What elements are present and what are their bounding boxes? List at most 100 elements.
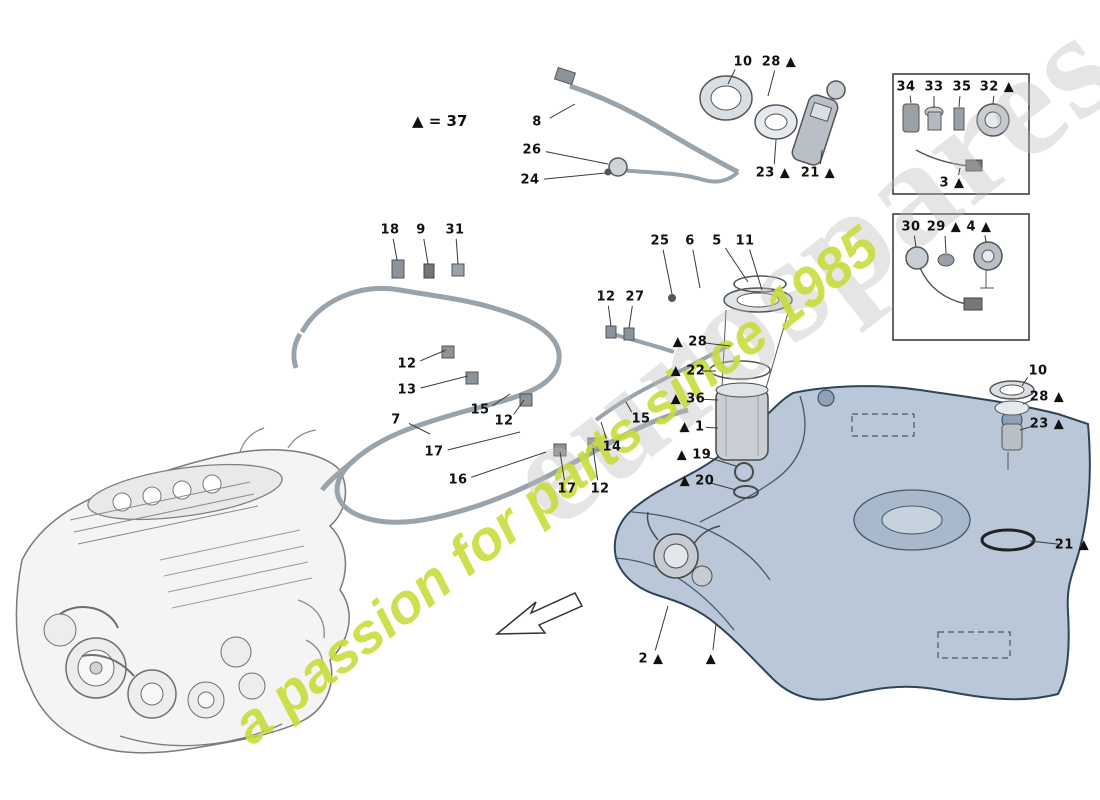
leader-line [513, 399, 525, 415]
leader-line [419, 349, 447, 362]
callout-12-28: 12 [494, 413, 514, 429]
callout-2-45: 2 ▲ [638, 651, 664, 667]
leader-line [767, 70, 776, 97]
callout-35-9: 35 [952, 79, 972, 95]
callout-30-12: 30 [901, 219, 921, 235]
callout-21-6: 21 ▲ [800, 165, 836, 181]
leader-line [607, 305, 612, 327]
leader-line [703, 342, 731, 347]
leader-line [958, 95, 961, 108]
callout-21-44: 21 ▲ [1054, 537, 1090, 553]
leader-line [628, 305, 633, 329]
detail-box-level-sensor [892, 213, 1030, 341]
callout-36-37: ▲ 36 [670, 391, 706, 407]
leader-line [447, 431, 521, 451]
callout-28-42: 28 ▲ [1029, 389, 1065, 405]
callout-17-31: 17 [557, 481, 577, 497]
callout-3-11: 3 ▲ [939, 175, 965, 191]
leader-line [408, 422, 431, 435]
direction-arrow [494, 592, 584, 635]
leader-line [600, 421, 607, 439]
leader-line [423, 238, 429, 265]
leader-line [992, 95, 995, 105]
callout-12-24: 12 [397, 356, 417, 372]
leader-line [1022, 399, 1034, 405]
leader-line [712, 623, 717, 651]
callout-20-40: ▲ 20 [679, 473, 715, 489]
leader-line [1019, 425, 1034, 431]
leader-line [592, 447, 599, 481]
callout-28-35: ▲ 28 [672, 334, 708, 350]
leader-line [909, 95, 912, 104]
leader-line [625, 401, 633, 413]
leader-line [1021, 376, 1029, 387]
triangle-legend: ▲ = 37 [412, 112, 468, 130]
fuel-tank-illustration [613, 385, 1091, 701]
fuel-sender-assembly-illustration [699, 75, 846, 166]
callout-15-27: 15 [470, 402, 490, 418]
leader-line [420, 375, 469, 389]
leader-line [958, 167, 961, 176]
callout-16-30: 16 [448, 472, 468, 488]
callout-1-38: ▲ 1 [679, 419, 705, 435]
leader-line [727, 69, 736, 85]
leader-line [492, 393, 511, 407]
leader-line [707, 456, 737, 467]
callout-23-43: 23 ▲ [1029, 416, 1065, 432]
leader-line [559, 451, 565, 481]
leader-line [710, 482, 737, 491]
leader-line [543, 172, 607, 180]
callout-7-26: 7 [391, 412, 401, 428]
leader-line [944, 235, 947, 254]
in-tank-pump-illustration [646, 511, 721, 587]
leader-line [545, 151, 609, 165]
callout-12-22: 12 [596, 289, 616, 305]
callout-10-0: 10 [733, 54, 753, 70]
callout-4-14: 4 ▲ [966, 219, 992, 235]
callout-32-10: 32 ▲ [979, 79, 1015, 95]
leader-line [654, 605, 669, 651]
leader-line [471, 451, 547, 478]
callout-15-34: 15 [631, 411, 651, 427]
callout-8-2: 8 [532, 114, 542, 130]
leader-line [705, 426, 719, 429]
engine-illustration [15, 427, 350, 754]
fuel-pump-module-illustration [709, 275, 793, 499]
callout-18-15: 18 [380, 222, 400, 238]
callout-13-25: 13 [397, 382, 417, 398]
callout-24-4: 24 [520, 172, 540, 188]
callout-17-29: 17 [424, 444, 444, 460]
callout-25-18: 25 [650, 233, 670, 249]
callout-27-23: 27 [625, 289, 645, 305]
callout-34-7: 34 [896, 79, 916, 95]
detail-box-filler-cap [892, 73, 1030, 195]
callout-19-39: ▲ 19 [676, 447, 712, 463]
callout-triangle-46: ▲ [705, 651, 717, 667]
callout-23-5: 23 ▲ [755, 165, 791, 181]
leader-line [984, 235, 987, 243]
callout-10-41: 10 [1028, 363, 1048, 379]
leader-line [773, 139, 777, 165]
callout-33-8: 33 [924, 79, 944, 95]
leader-line [725, 247, 749, 283]
leader-line [392, 238, 398, 261]
callout-28-1: 28 ▲ [761, 54, 797, 70]
callout-11-21: 11 [735, 233, 755, 249]
tank-fittings-illustration [980, 380, 1036, 552]
callout-6-19: 6 [685, 233, 695, 249]
callout-22-36: ▲ 22 [670, 363, 706, 379]
callout-9-16: 9 [416, 222, 426, 238]
fuel-lines-illustration [291, 66, 740, 525]
leader-line [692, 249, 701, 289]
leader-line [662, 249, 673, 295]
callout-5-20: 5 [712, 233, 722, 249]
callout-31-17: 31 [445, 222, 465, 238]
leader-line [1029, 540, 1059, 545]
callout-29-13: 29 ▲ [926, 219, 962, 235]
leader-line [549, 103, 576, 119]
leader-line [913, 235, 917, 248]
callout-14-33: 14 [602, 439, 622, 455]
